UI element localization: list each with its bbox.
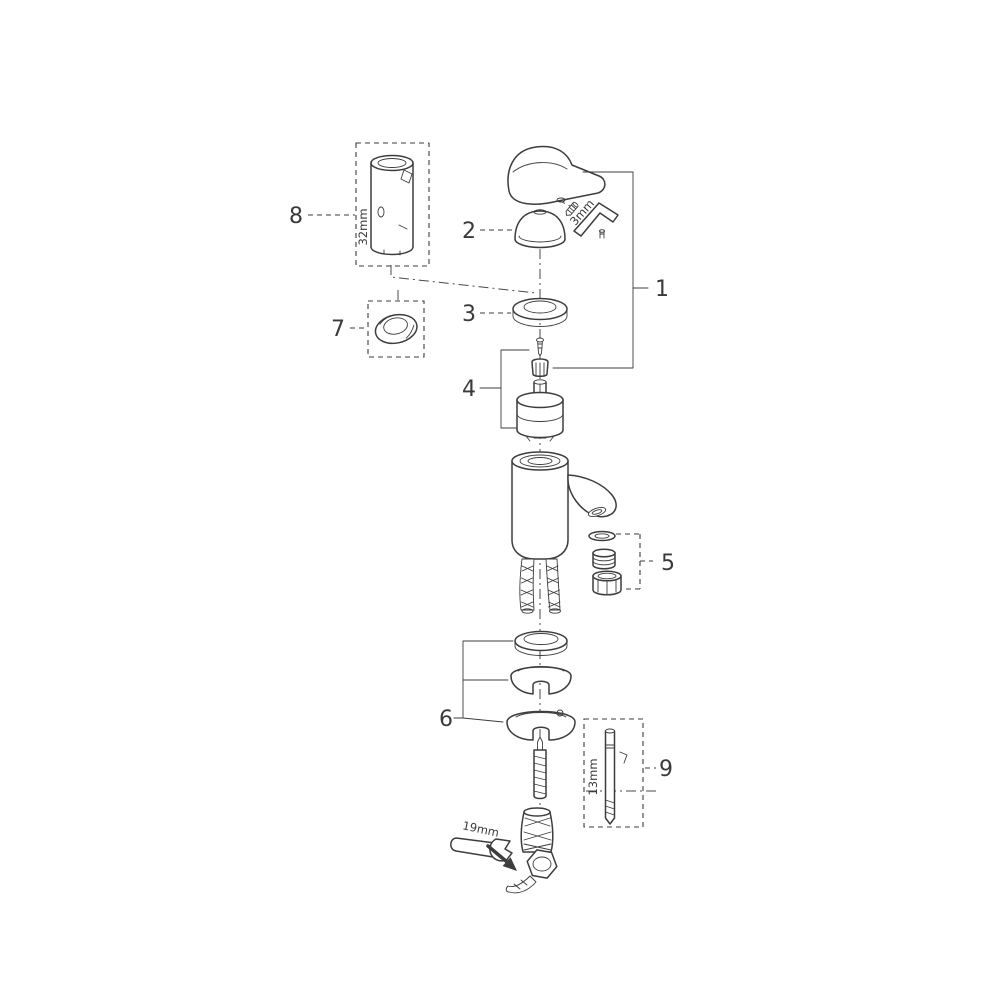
lever-handle-drawing	[507, 145, 606, 205]
size-label-19mm: 19mm	[461, 818, 500, 839]
part-3-ring-drawing: 3	[462, 297, 568, 327]
faucet-body-drawing	[511, 451, 617, 614]
ring-part-7-drawing	[374, 313, 418, 345]
part-label-2: 2	[462, 219, 476, 244]
part-7-dashed-box	[367, 300, 425, 358]
cartridge-drawing	[516, 379, 564, 442]
cartridge-cap-drawing	[531, 358, 549, 377]
part-4-bracket	[479, 349, 530, 429]
part-6-bracket	[453, 640, 514, 723]
base-gasket-drawing	[514, 630, 568, 656]
part-label-3: 3	[462, 302, 476, 327]
supply-tails-drawing	[519, 558, 561, 614]
part-7-ring: 7	[331, 300, 425, 358]
spout-drawing	[567, 474, 617, 518]
part-label-7: 7	[331, 317, 345, 342]
stabilizer-saddle-drawing	[510, 666, 572, 695]
part-2-cap-drawing: 2	[462, 209, 566, 249]
part-9-pin-13mm: 13mm 9	[583, 718, 673, 828]
horseshoe-washer-drawing	[506, 709, 576, 741]
part-1-bracket: 1	[552, 171, 669, 369]
set-screw-drawing	[565, 201, 579, 216]
wrench-19mm-drawing: 19mm	[450, 818, 517, 871]
hose-nut-drawing	[526, 849, 558, 879]
part-label-9: 9	[659, 757, 673, 782]
arrow-icon	[486, 844, 517, 871]
threaded-stud-drawing	[533, 736, 547, 800]
socket-32mm-drawing	[370, 154, 414, 256]
pin-13mm-drawing	[604, 728, 628, 825]
part-4-cartridge: 4	[462, 349, 564, 442]
part-9-dashed-box	[583, 718, 644, 828]
part-8-socket-32mm: 32mm 8	[289, 142, 430, 267]
supply-hose-drawing	[505, 807, 558, 894]
size-label-32mm: 32mm	[356, 208, 370, 245]
part-5-bracket	[616, 533, 653, 590]
cartridge-screw-drawing	[536, 337, 544, 357]
part-5-seal-kit: 5	[588, 530, 675, 596]
size-label-13mm: 13mm	[586, 758, 600, 795]
part-label-1: 1	[655, 277, 669, 302]
seal-kit-drawing	[588, 530, 622, 596]
hex-key-3mm-drawing: 3mm	[567, 197, 619, 239]
part-label-4: 4	[462, 377, 476, 402]
part-8-dashed-box	[355, 142, 430, 267]
part-label-8: 8	[289, 204, 303, 229]
part-label-6: 6	[439, 707, 453, 732]
hose-tail-drawing	[505, 875, 537, 894]
part-label-5: 5	[661, 551, 675, 576]
part-6-mounting-set: 6	[439, 630, 576, 741]
